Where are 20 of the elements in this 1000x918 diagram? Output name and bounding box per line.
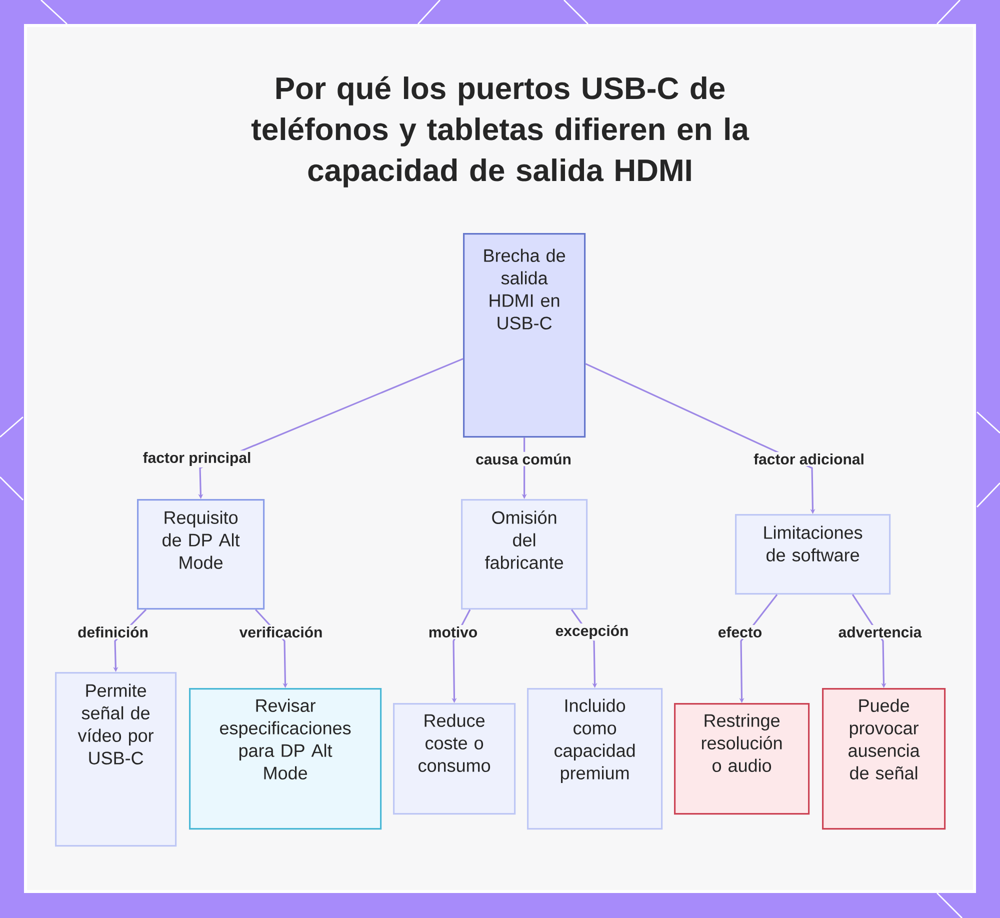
concept-box: Limitaciones de software <box>735 514 891 595</box>
title: Por qué los puertos USB-C de teléfonos y tabletas difieren en la capacidad de salida HDMI <box>251 76 750 188</box>
concept-box: Omisión del fabricante <box>461 499 588 610</box>
edge-label: efecto <box>716 625 764 640</box>
edge-label: definición <box>76 624 150 640</box>
concept-box: Brecha de salida HDMI en USB-C <box>463 233 586 438</box>
concept-box: Revisar especificaciones para DP Alt Mode <box>189 688 382 830</box>
concept-box: Reduce coste o consumo <box>393 703 516 815</box>
edge-label: verificación <box>238 624 324 640</box>
concept-box: Permite señal de vídeo por USB-C <box>55 672 177 847</box>
edge-label: excepción <box>554 623 630 641</box>
edge-label: motivo <box>426 625 480 640</box>
edge-label: factor adicional <box>752 452 866 466</box>
edge-label: advertencia <box>836 625 924 640</box>
edge-label: causa común <box>474 452 573 466</box>
concept-box: Requisito de DP Alt Mode <box>137 499 265 610</box>
edge-label: factor principal <box>141 450 253 468</box>
concept-box: Restringe resolución o audio <box>674 703 810 815</box>
concept-box: Incluido como capacidad premium <box>527 688 663 830</box>
concept-box: Puede provocar ausencia de señal <box>822 688 946 830</box>
